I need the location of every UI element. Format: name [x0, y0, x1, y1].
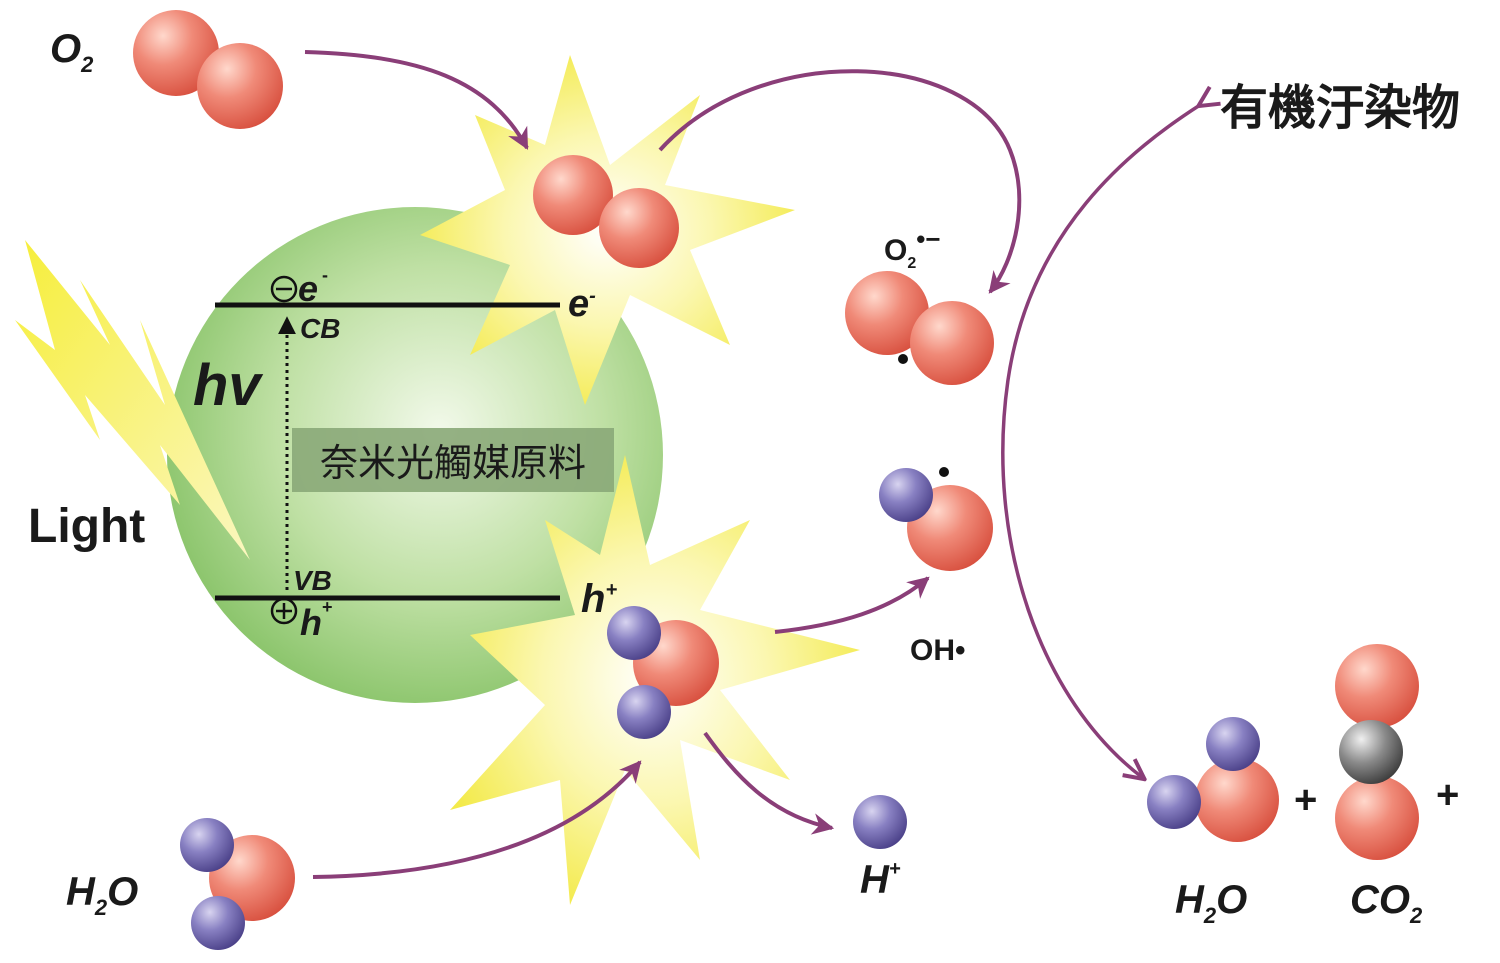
light-label: Light	[28, 500, 145, 553]
product-co2-molecule	[1335, 644, 1419, 860]
superoxide-label: O2•−	[884, 224, 941, 272]
hydroxyl-label: OH•	[910, 634, 966, 667]
product-h2o-label: H2O	[1175, 878, 1247, 928]
vb-hole: h +	[270, 597, 333, 643]
arrow-o2-to-burst	[304, 50, 529, 150]
cb-label: CB	[300, 313, 340, 344]
proton-atom	[853, 795, 907, 849]
h2o-label: H2O	[66, 870, 138, 920]
h2o-molecule	[180, 818, 295, 950]
cb-electron-label: e	[298, 268, 318, 309]
vb-label: VB	[293, 565, 332, 596]
plus-sign: +	[1436, 773, 1459, 817]
proton-label: H+	[860, 858, 901, 902]
arrow-water-to-burst	[312, 760, 642, 879]
burst-hole-label: h+	[581, 577, 617, 621]
arrow-hole-to-hydroxyl	[774, 576, 930, 634]
hydroxyl-molecule	[879, 467, 993, 571]
excitation-label: hv	[193, 353, 263, 418]
arrow-pollutant-to-products	[1001, 105, 1200, 778]
arrow-burst-to-superoxide	[658, 69, 1022, 294]
product-h2o-molecule	[1147, 717, 1279, 842]
arrow-burst-to-proton	[703, 731, 835, 835]
light-bolt-icon	[15, 240, 250, 560]
o2-molecule	[133, 10, 283, 129]
cb-electron-sign: -	[322, 265, 328, 285]
pollutant-label: 有機汙染物	[1220, 80, 1460, 136]
product-co2-label: CO2	[1350, 878, 1423, 928]
vb-hole-sign: +	[322, 597, 333, 617]
material-label-box	[292, 428, 614, 492]
burst-electron-label: e-	[568, 283, 596, 325]
material-label: 奈米光觸媒原料	[320, 441, 586, 485]
cb-electron: e -	[270, 265, 328, 309]
h2o-in-burst	[607, 606, 719, 739]
o2-label: O2	[50, 27, 94, 77]
o2-in-burst	[533, 155, 679, 268]
plus-sign: +	[1294, 778, 1317, 822]
superoxide-molecule	[845, 271, 994, 385]
vb-hole-label: h	[300, 602, 322, 643]
